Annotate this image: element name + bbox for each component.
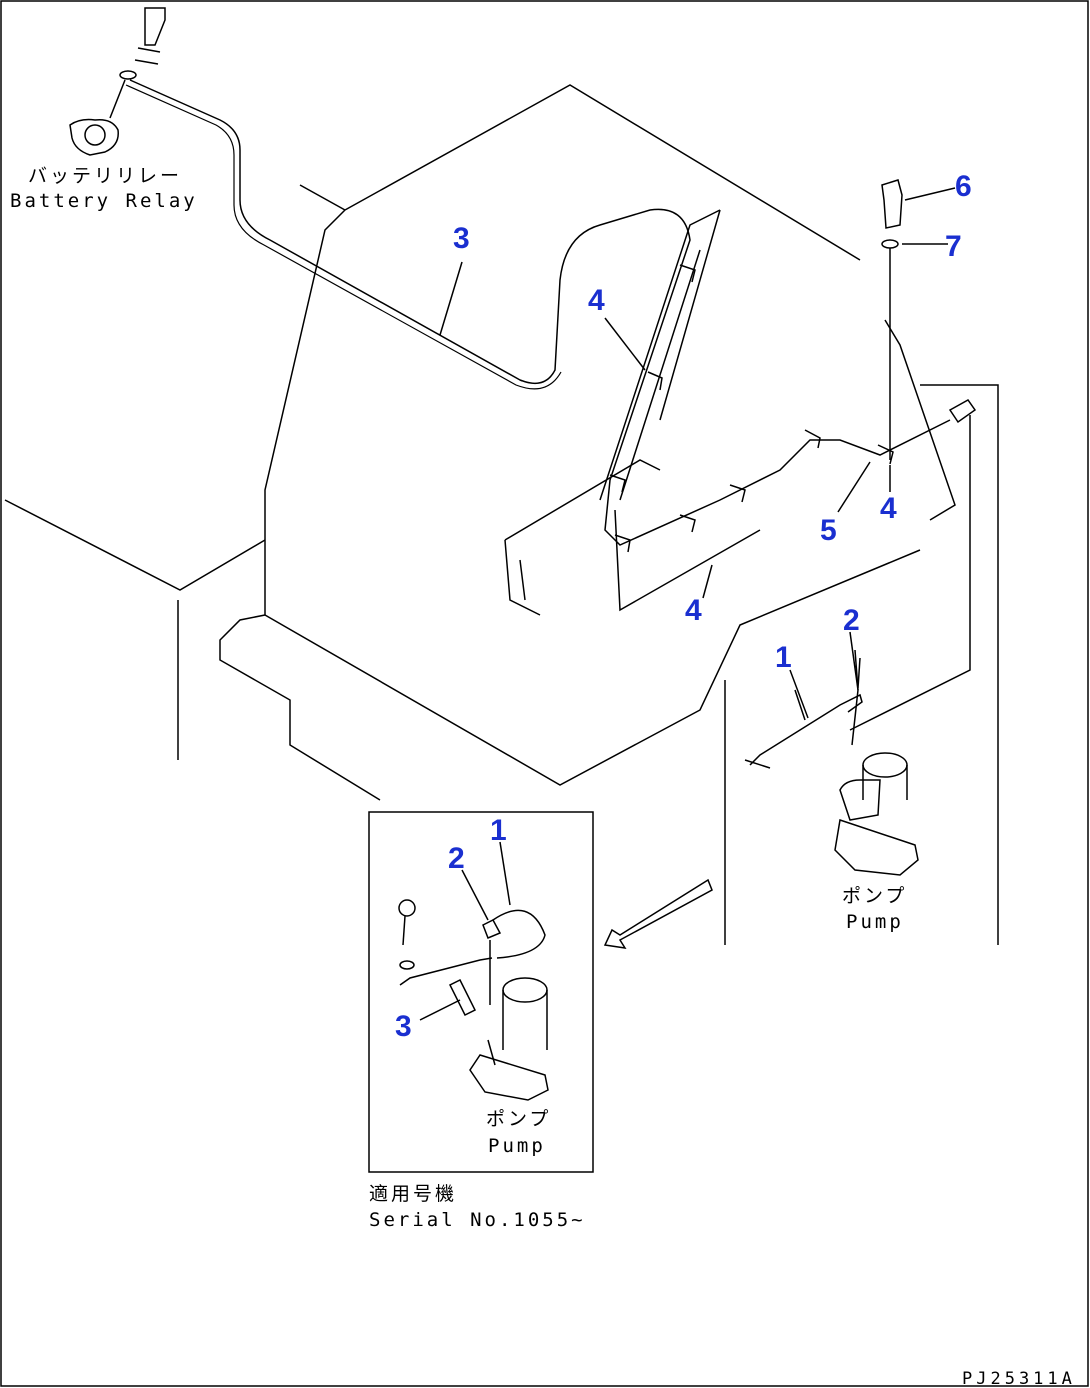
detail-inset-right: [724, 384, 999, 945]
callout-2-right: 2: [843, 604, 860, 637]
callout-5: 5: [820, 514, 837, 547]
battery-relay: [69, 7, 166, 156]
battery-relay-label-en: Battery Relay: [10, 190, 198, 212]
leader-lines: [419, 261, 891, 1021]
pump-label-en-right: Pump: [846, 911, 904, 933]
clamps: [609, 264, 894, 553]
callout-6: 6: [955, 170, 972, 203]
callout-2-inset: 2: [448, 842, 465, 875]
battery-relay-label-jp: バッテリリレー: [28, 165, 182, 187]
callout-4-right: 4: [880, 492, 897, 525]
callout-7: 7: [945, 230, 962, 263]
callout-1-right: 1: [775, 641, 792, 674]
callout-4-bottom: 4: [685, 594, 702, 627]
callout-3-inset: 3: [395, 1010, 412, 1043]
callout-1-inset: 1: [490, 814, 507, 847]
drawing-code: PJ25311A: [962, 1369, 1076, 1388]
pump-label-jp-right: ポンプ: [842, 885, 907, 907]
serial-label-jp: 適用号機: [369, 1183, 457, 1205]
harness-3: [125, 79, 951, 546]
callout-3-main: 3: [453, 222, 470, 255]
pump-label-en-inset: Pump: [488, 1135, 546, 1157]
callout-4-top: 4: [588, 284, 605, 317]
pump-label-jp-inset: ポンプ: [486, 1108, 551, 1130]
bolt-6: [881, 179, 956, 460]
seat-area: [504, 209, 761, 616]
cab-body: [4, 84, 956, 801]
serial-label-en: Serial No.1055~: [369, 1209, 586, 1231]
detail-inset-bottom: [368, 811, 713, 1173]
